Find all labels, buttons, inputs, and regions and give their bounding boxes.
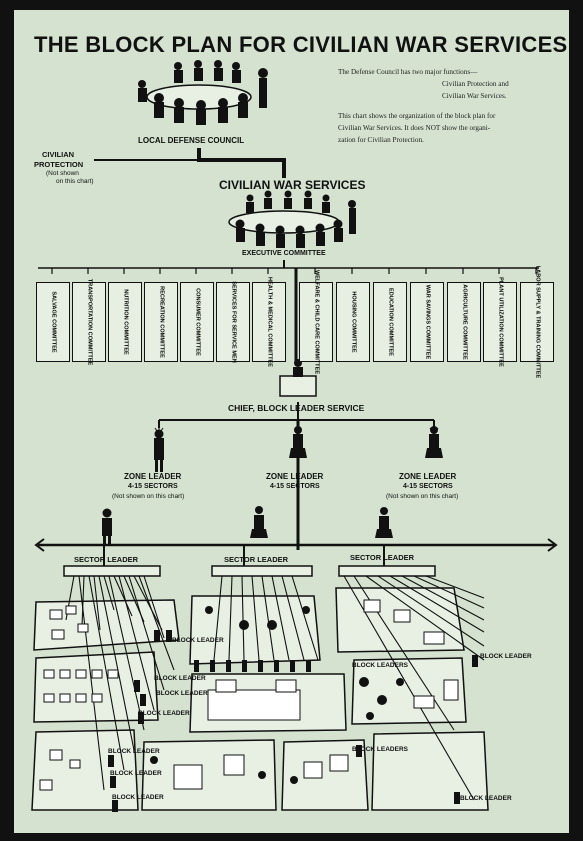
committee-service-men: SERVICES FOR SERVICE MEN [216,281,250,363]
block-leader-label-8: BLOCK LEADER [480,653,532,660]
committee-recreation: RECREATION COMMITTEE [144,282,178,362]
intro-line-4: This chart shows the organization of the… [338,112,496,120]
zone-arrows [154,427,439,435]
block-leader-label-9: BLOCK LEADER [460,795,512,802]
block-leader-label-1: BLOCK LEADER [172,637,224,644]
zone-1-line-3: (Not shown on this chart) [112,493,185,500]
sector-leader-label-3: SECTOR LEADER [350,553,415,562]
zone-3-line-2: 4-15 SECTORS [403,483,453,490]
committee-welfare-child-care: WELFARE & CHILD CARE COMMITTEE [299,270,333,374]
protection-line-3: (Not shown [46,170,79,177]
sector-leader-boxes [63,565,436,577]
block-leaders-label-1: BLOCK LEADERS [352,662,408,669]
committee-consumer: CONSUMER COMMITTEE [180,282,214,362]
poster-title: THE BLOCK PLAN FOR CIVILIAN WAR SERVICES [34,32,568,57]
block-leader-label-5: BLOCK LEADER [108,748,160,755]
zone-1-line-1: ZONE LEADER [124,472,182,481]
committee-plant-utilization: PLANT UTILIZATION COMMITTEE [483,277,517,367]
block-leader-label-3: BLOCK LEADER [156,690,208,697]
zone-2-line-2: 4-15 SECTORS [270,483,320,490]
zone-leader-figures [102,426,443,544]
block-leaders-label-2: BLOCK LEADERS [352,746,408,753]
org-chart-lines [31,60,558,812]
committee-agriculture: AGRICULTURE COMMITTEE [447,282,481,362]
committee-nutrition: NUTRITION COMMITTEE [108,282,142,362]
zone-1-line-2: 4-15 SECTORS [128,483,178,490]
committee-housing: HOUSING COMMITTEE [336,282,370,362]
services-label: CIVILIAN WAR SERVICES [219,178,366,192]
sector-leader-label-1: SECTOR LEADER [74,555,139,564]
council-label: LOCAL DEFENSE COUNCIL [138,136,245,145]
sector-leader-label-2: SECTOR LEADER [224,555,289,564]
zone-2-line-1: ZONE LEADER [266,472,324,481]
block-leader-label-2: BLOCK LEADER [154,675,206,682]
committee-war-savings: WAR SAVINGS COMMITTEE [410,282,444,362]
council-members [138,60,268,125]
intro-line-1: The Defense Council has two major functi… [338,68,478,76]
committee-education: EDUCATION COMMITTEE [373,282,407,362]
zone-3-line-1: ZONE LEADER [399,472,457,481]
committee-labor-supply: LABOR SUPPLY & TRAINING COMMITTEE [520,266,554,378]
block-leader-figures [108,630,478,812]
intro-line-6: zation for Civilian Protection. [338,136,424,144]
intro-line-5: Civilian War Services. It does NOT show … [338,124,491,132]
poster: THE BLOCK PLAN FOR CIVILIAN WAR SERVICES… [14,10,569,833]
chief-label: CHIEF, BLOCK LEADER SERVICE [228,403,365,413]
sector-connections [65,575,485,801]
trees [150,606,404,784]
zone-3-line-3: (Not shown on this chart) [386,493,459,500]
committee-transportation: TRANSPORTATION COMMITTEE [72,279,106,365]
block-leader-label-7: BLOCK LEADER [112,794,164,801]
houses [39,599,459,791]
intro-line-2: Civilian Protection and [442,80,509,88]
intro-line-3: Civilian War Services. [442,92,507,100]
committee-health-medical: HEALTH & MEDICAL COMMITTEE [252,277,286,367]
committee-salvage: SALVAGE COMMITTEE [36,282,70,362]
executive-label: EXECUTIVE COMMITTEE [242,250,326,257]
protection-line-1: CIVILIAN [42,150,75,159]
chief-desk [279,375,317,397]
executive-members [235,190,356,248]
protection-line-2: PROTECTION [34,160,84,169]
block-leader-label-6: BLOCK LEADER [110,770,162,777]
block-leader-label-4: BLOCK LEADER [138,710,190,717]
protection-line-4: on this chart) [56,178,94,185]
